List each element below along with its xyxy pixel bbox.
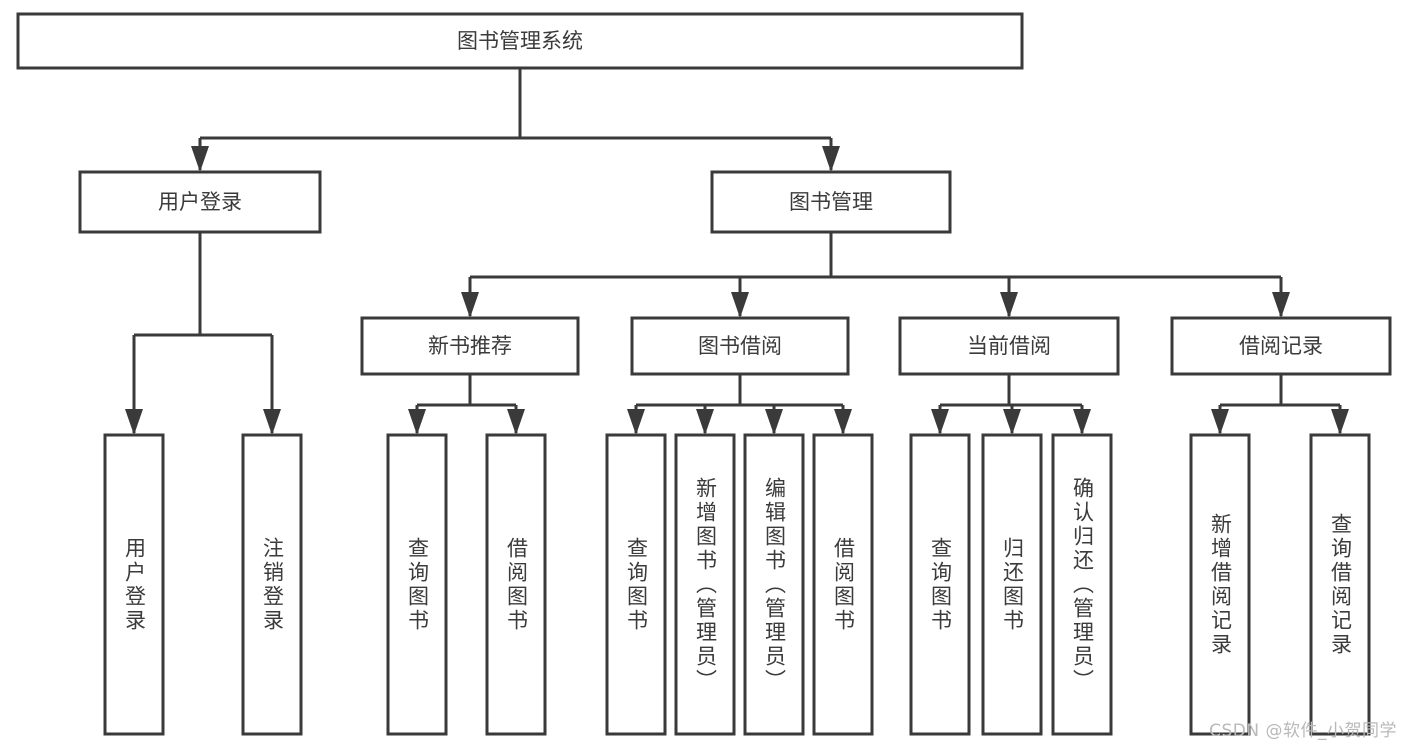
arrow-head-icon <box>1331 409 1349 435</box>
node-level3-label-2: 当前借阅 <box>967 334 1051 358</box>
arrow-head-icon <box>834 409 852 435</box>
connector-lines <box>125 68 1349 435</box>
node-leaf-box-1[interactable] <box>241 433 303 736</box>
arrow-head-icon <box>1073 409 1091 435</box>
arrow-head-icon <box>1272 292 1290 318</box>
arrow-head-icon <box>1000 292 1018 318</box>
node-leaf-box-10[interactable] <box>1051 433 1113 736</box>
arrow-head-icon <box>765 409 783 435</box>
node-leaf-box-6[interactable] <box>743 433 805 736</box>
node-boxes <box>16 12 1392 736</box>
node-level2-label-1: 图书管理 <box>789 190 873 214</box>
node-leaf-box-8[interactable] <box>909 433 971 736</box>
arrow-head-icon <box>627 409 645 435</box>
node-level2-label-0: 用户登录 <box>158 190 242 214</box>
node-leaf-box-0[interactable] <box>103 433 165 736</box>
node-leaf-box-11[interactable] <box>1189 433 1251 736</box>
csdn-watermark: CSDN @软件_小贺同学 <box>1209 721 1397 741</box>
node-level3-label-0: 新书推荐 <box>428 334 512 358</box>
node-leaf-box-9[interactable] <box>981 433 1043 736</box>
node-leaf-box-5[interactable] <box>674 433 736 736</box>
arrow-head-icon <box>263 409 281 435</box>
node-leaf-box-2[interactable] <box>386 433 448 736</box>
node-level2-box-1[interactable] <box>710 170 952 234</box>
node-leaf-box-12[interactable] <box>1309 433 1371 736</box>
node-leaf-box-7[interactable] <box>812 433 874 736</box>
arrow-head-icon <box>507 409 525 435</box>
arrow-head-icon <box>461 292 479 318</box>
arrow-head-icon <box>931 409 949 435</box>
node-level3-box-2[interactable] <box>898 316 1120 376</box>
node-root-label: 图书管理系统 <box>457 29 583 53</box>
arrow-head-icon <box>822 146 840 172</box>
node-level2-box-0[interactable] <box>78 170 322 234</box>
arrow-head-icon <box>408 409 426 435</box>
arrow-head-icon <box>125 409 143 435</box>
arrow-head-icon <box>731 292 749 318</box>
node-level3-label-1: 图书借阅 <box>698 334 782 358</box>
arrow-head-icon <box>191 146 209 172</box>
node-root-box[interactable] <box>16 12 1024 70</box>
node-level3-label-3: 借阅记录 <box>1239 334 1323 358</box>
arrow-head-icon <box>1003 409 1021 435</box>
node-leaf-box-4[interactable] <box>605 433 667 736</box>
node-level3-box-1[interactable] <box>630 316 850 376</box>
node-leaf-box-3[interactable] <box>485 433 547 736</box>
arrow-head-icon <box>696 409 714 435</box>
arrow-head-icon <box>1211 409 1229 435</box>
node-level3-box-0[interactable] <box>360 316 580 376</box>
node-level3-box-3[interactable] <box>1170 316 1392 376</box>
